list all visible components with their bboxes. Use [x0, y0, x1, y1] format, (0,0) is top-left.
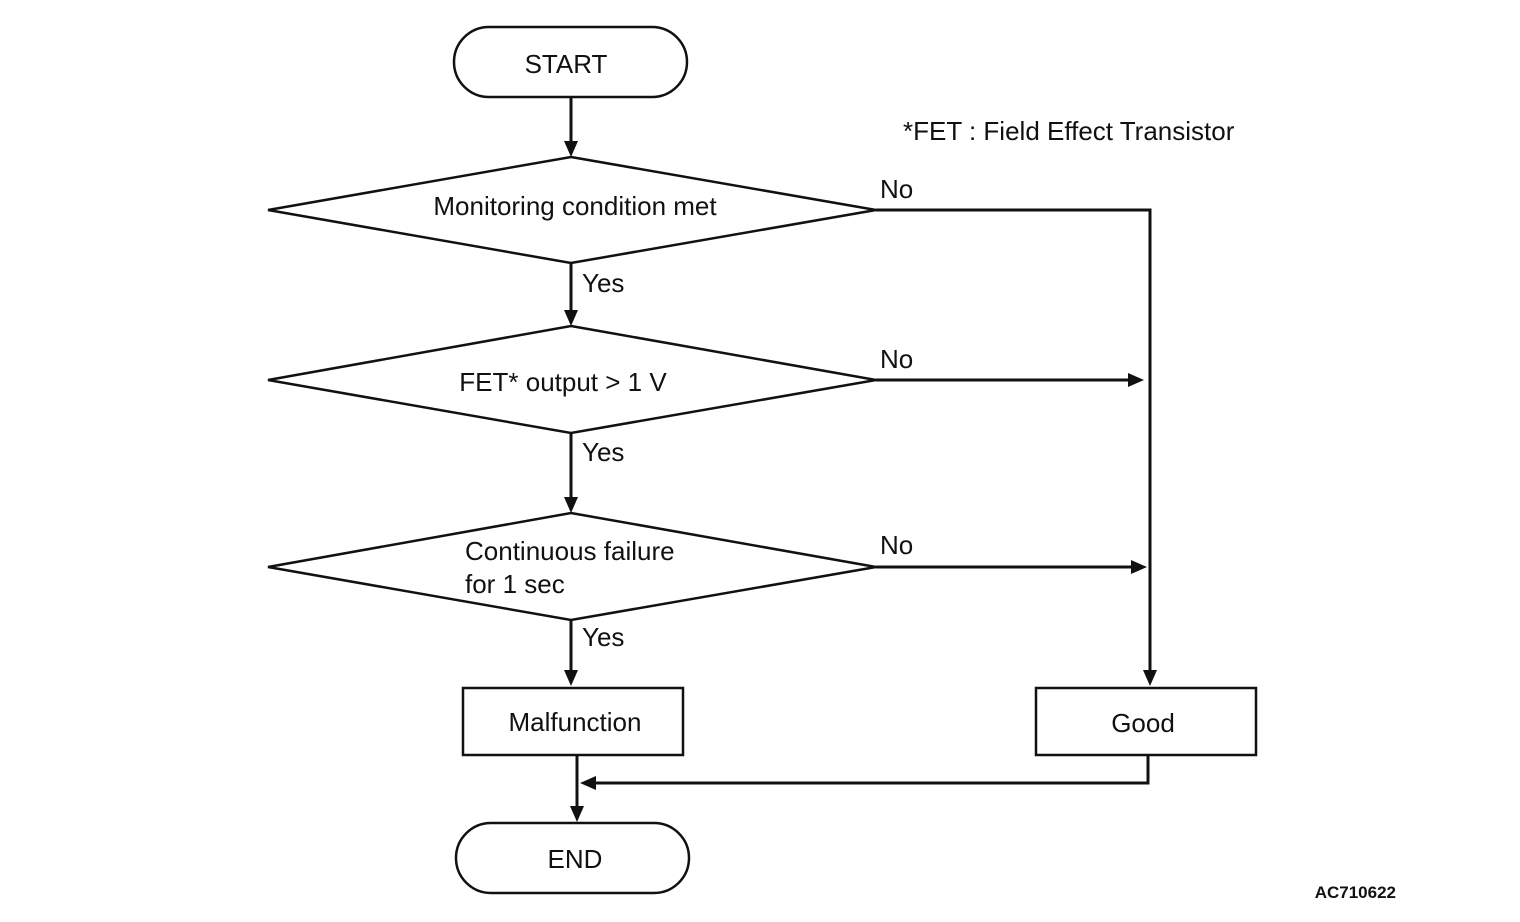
decision2-yes-label: Yes [582, 437, 624, 467]
arrowhead-good-join [580, 776, 596, 790]
decision1-yes-label: Yes [582, 268, 624, 298]
decision-continuous-failure [267, 511, 877, 622]
malfunction-label: Malfunction [509, 707, 642, 737]
end-terminator [454, 821, 691, 895]
figure-code: AC710622 [1315, 883, 1396, 902]
decision-continuous-failure-label-line1: Continuous failure [465, 536, 675, 566]
start-label: START [525, 49, 608, 79]
arrowhead-end-in [570, 806, 584, 822]
decision-fet-output-label: FET* output > 1 V [459, 367, 667, 397]
connector-decision1-no [876, 208, 1152, 672]
good-box [1034, 686, 1258, 757]
arrowhead-decision3-in [564, 497, 578, 513]
decision1-no-label: No [880, 174, 913, 204]
good-label: Good [1111, 708, 1175, 738]
end-label: END [548, 844, 603, 874]
arrowhead-decision1-in [564, 141, 578, 157]
arrowhead-good-in [1143, 670, 1157, 686]
malfunction-box [461, 686, 685, 757]
decision3-no-label: No [880, 530, 913, 560]
arrowhead-malfunction-in [564, 670, 578, 686]
arrowhead-decision2-no [1128, 373, 1144, 387]
arrowhead-decision3-no [1131, 560, 1147, 574]
decision-monitoring-condition-label: Monitoring condition met [433, 191, 717, 221]
connector-good-to-end [594, 755, 1150, 785]
arrowhead-decision2-in [564, 310, 578, 326]
decision-continuous-failure-label-line2: for 1 sec [465, 569, 565, 599]
decision3-yes-label: Yes [582, 622, 624, 652]
fet-footnote: *FET : Field Effect Transistor [903, 116, 1235, 146]
decision2-no-label: No [880, 344, 913, 374]
